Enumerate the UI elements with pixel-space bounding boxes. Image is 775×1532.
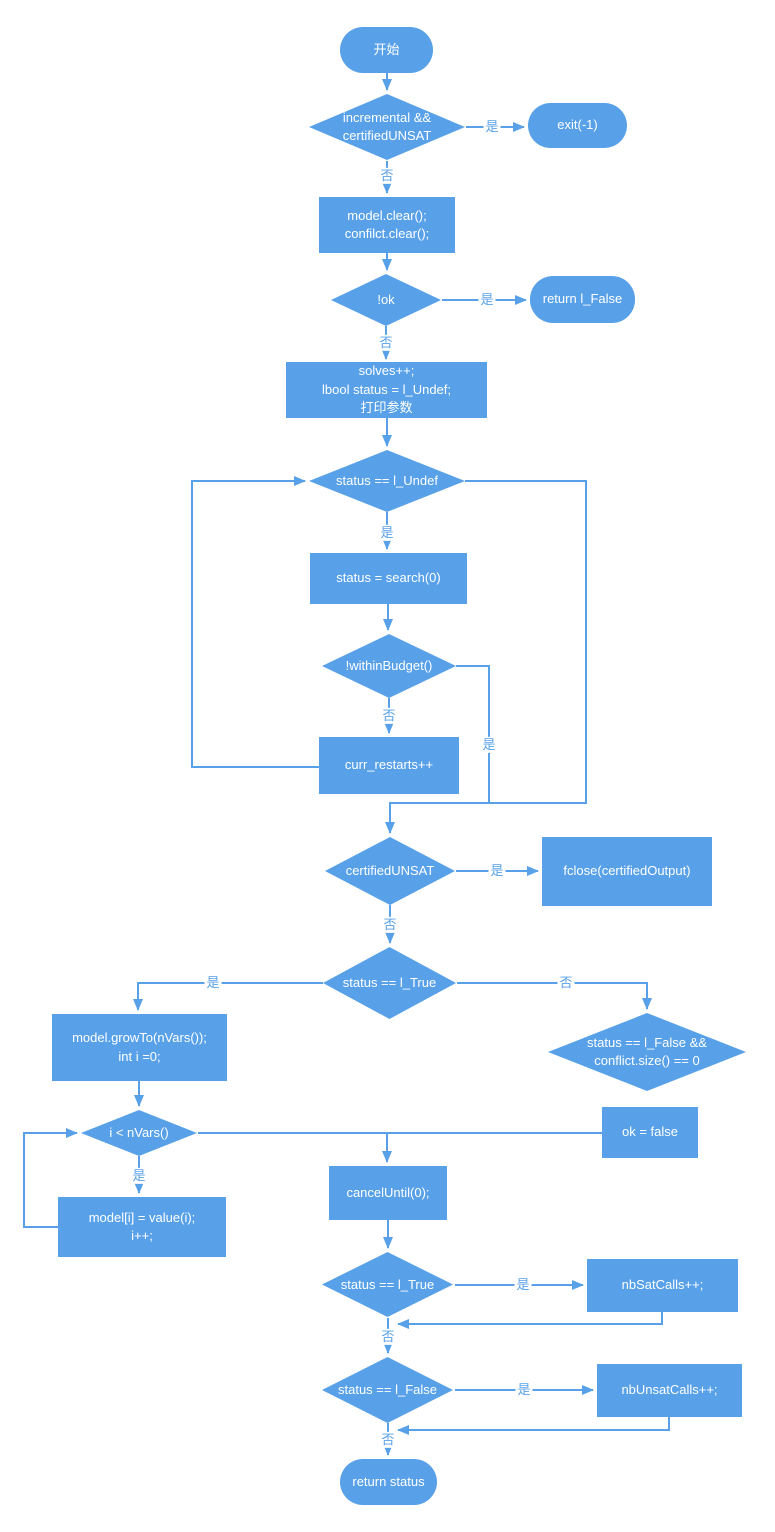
edge-status-true-yes-to-grow xyxy=(133,982,323,1011)
edge-label-yes: 是 xyxy=(204,974,222,992)
edge-budget-yes-join xyxy=(456,665,490,803)
edge-undef-no-to-certified xyxy=(385,480,587,834)
process-clear-model-conflict: model.clear(); confilct.clear(); xyxy=(319,197,455,253)
node-return-l-false: return l_False xyxy=(530,276,635,323)
node-start: 开始 xyxy=(340,27,433,73)
process-init-solve: solves++; lbool status = l_Undef; 打印参数 xyxy=(286,362,487,418)
edge-restarts-loop-to-undef xyxy=(191,476,319,768)
edge-label-yes: 是 xyxy=(378,524,396,542)
node-end-return-status: return status xyxy=(340,1459,437,1505)
edge-label-yes: 是 xyxy=(488,862,506,880)
process-assign-model-i: model[i] = value(i); i++; xyxy=(58,1197,226,1257)
edge-label-no: 否 xyxy=(378,167,396,185)
edge-label-no: 否 xyxy=(377,334,395,352)
edge-label-yes: 是 xyxy=(130,1167,148,1185)
process-ok-false: ok = false xyxy=(602,1107,698,1158)
edge-label-no: 否 xyxy=(380,707,398,725)
edge-status-true-no-to-false-conflict xyxy=(457,982,652,1010)
edge-nbsat-merge xyxy=(397,1312,663,1329)
edge-label-no: 否 xyxy=(381,916,399,934)
process-fclose-certified-output: fclose(certifiedOutput) xyxy=(542,837,712,906)
process-search: status = search(0) xyxy=(310,553,467,604)
process-cancel-until: cancelUntil(0); xyxy=(329,1166,447,1220)
node-exit: exit(-1) xyxy=(528,103,627,148)
edge-label-yes: 是 xyxy=(478,291,496,309)
edge-label-yes: 是 xyxy=(480,736,498,754)
process-curr-restarts: curr_restarts++ xyxy=(319,737,459,794)
edge-label-yes: 是 xyxy=(515,1381,533,1399)
edge-label-yes: 是 xyxy=(483,118,501,136)
edge-label-no: 否 xyxy=(557,974,575,992)
edge-label-no: 否 xyxy=(379,1328,397,1346)
edge-assign-loop-to-i-nvars xyxy=(23,1128,78,1228)
process-grow-model: model.growTo(nVars()); int i =0; xyxy=(52,1014,227,1081)
edge-label-yes: 是 xyxy=(514,1276,532,1294)
edge-label-no: 否 xyxy=(379,1431,397,1449)
node-start-label: 开始 xyxy=(373,41,400,57)
process-nb-unsat-calls: nbUnsatCalls++; xyxy=(597,1364,742,1417)
edge-nbunsat-merge xyxy=(397,1417,670,1435)
process-nb-sat-calls: nbSatCalls++; xyxy=(587,1259,738,1312)
